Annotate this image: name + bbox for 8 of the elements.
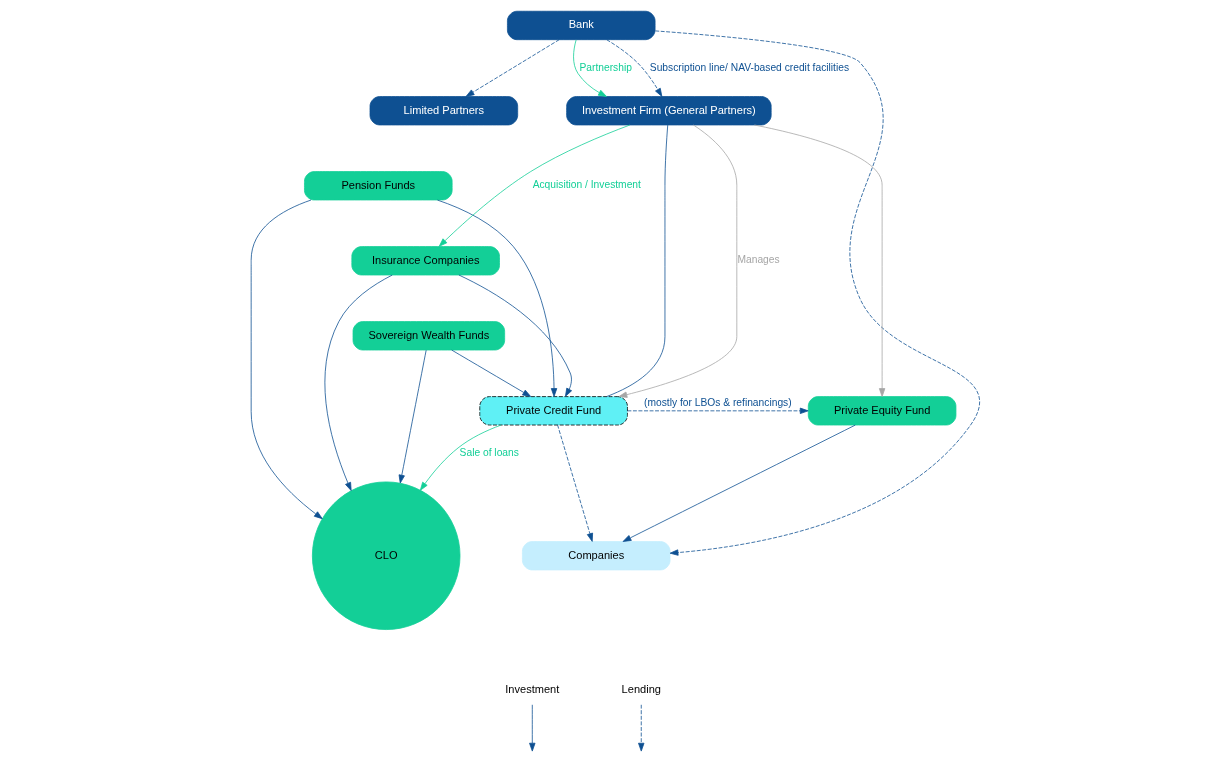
legend-label: Investment (505, 683, 560, 696)
edge-label: Acquisition / Investment (532, 179, 641, 191)
edge-label: Sale of loans (459, 447, 519, 459)
legend-label: Lending (621, 683, 661, 696)
edge-label: Manages (737, 254, 780, 266)
edge-label: Subscription line/ NAV-based credit facilities (649, 61, 850, 73)
edge-label: Partnership (579, 61, 632, 73)
edge-label: (mostly for LBOs & refinancings) (644, 396, 792, 408)
